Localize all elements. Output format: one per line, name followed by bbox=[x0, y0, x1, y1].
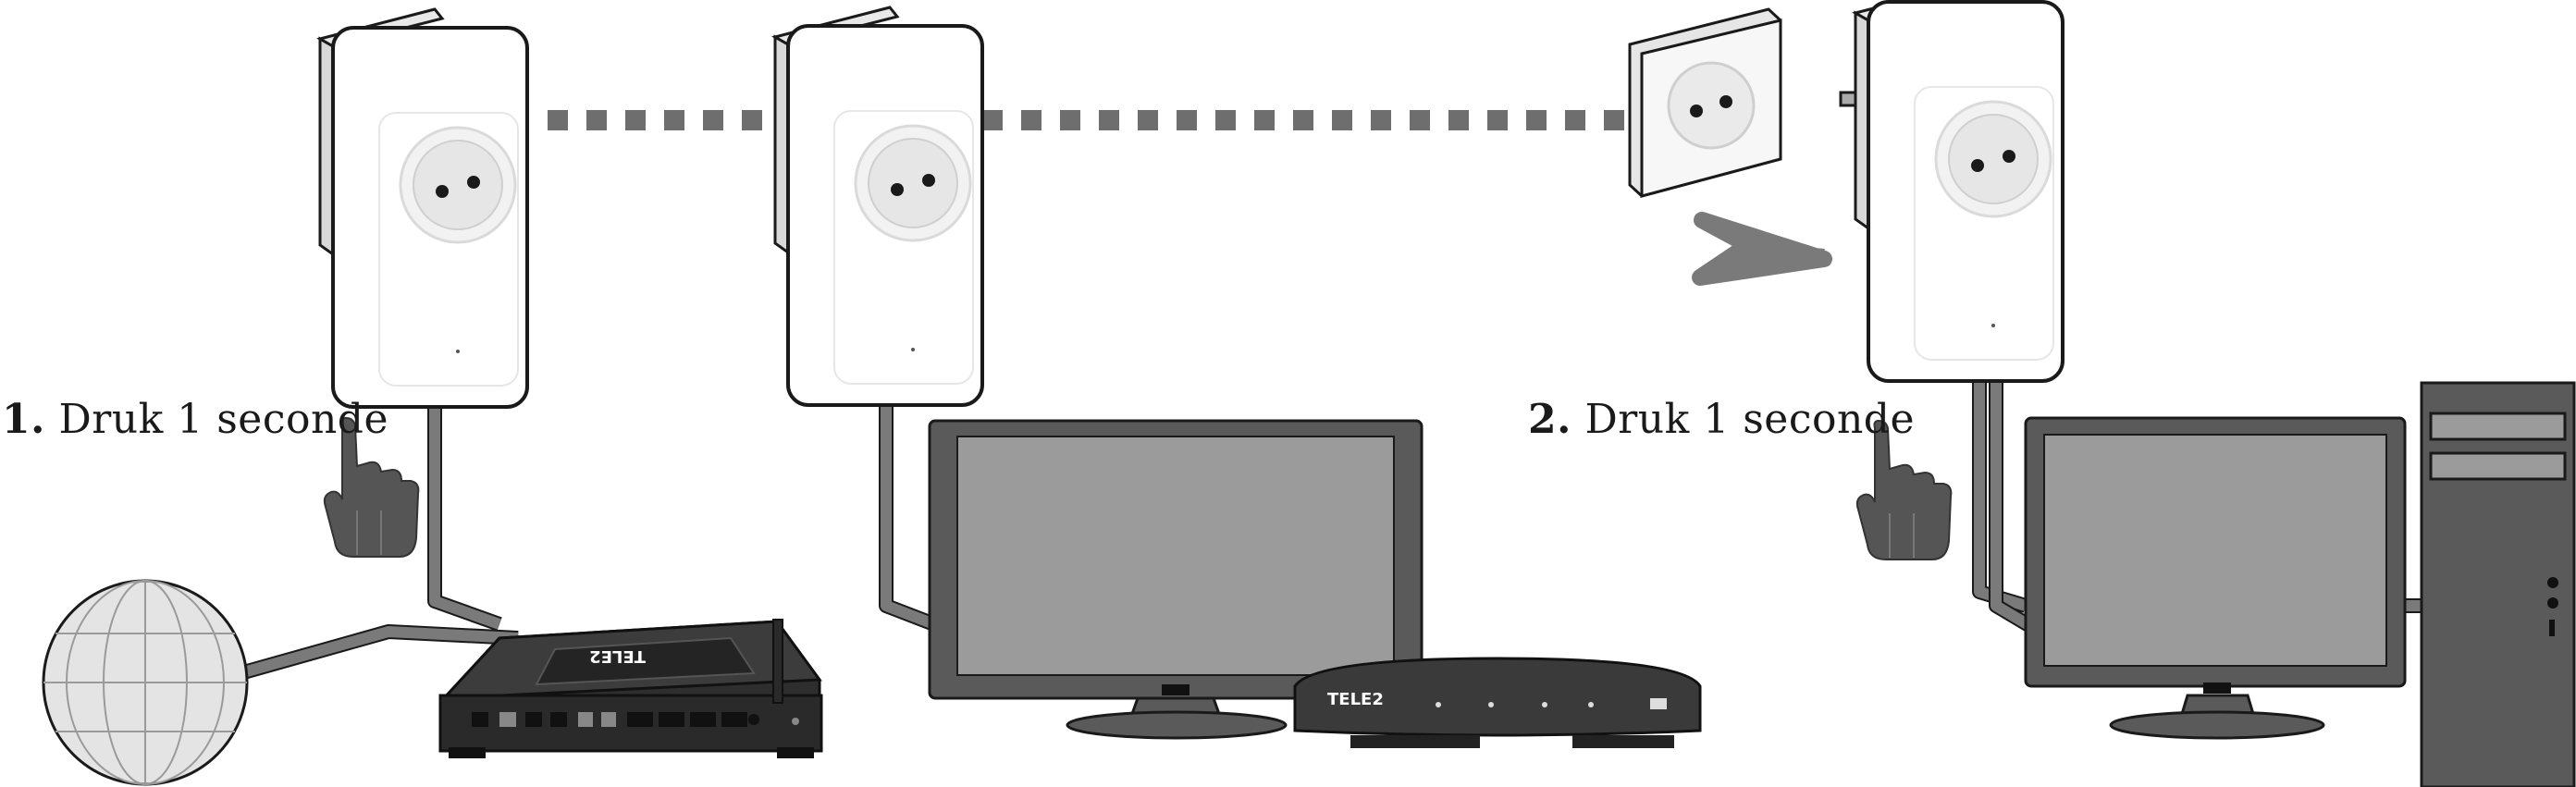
step-2-label: 2. Druk 1 seconde bbox=[1528, 396, 1915, 443]
step-2-text: Druk 1 seconde bbox=[1584, 396, 1916, 443]
powerline-adapter-3[interactable] bbox=[1839, 0, 2064, 383]
router-ports bbox=[472, 712, 799, 727]
step-1-number: 1. bbox=[2, 396, 45, 443]
step-1-text: Druk 1 seconde bbox=[58, 396, 389, 443]
settop-box: TELE2 bbox=[1293, 657, 1702, 748]
powerline-adapter-1[interactable] bbox=[318, 7, 529, 409]
powerline-adapter-2 bbox=[773, 6, 984, 407]
router-brand: TELE2 bbox=[589, 646, 646, 666]
computer-tower bbox=[2420, 381, 2576, 787]
television bbox=[928, 419, 1424, 740]
insert-arrow-icon bbox=[1692, 212, 1832, 286]
step-2-number: 2. bbox=[1528, 396, 1571, 443]
cables bbox=[191, 363, 2423, 694]
computer-monitor bbox=[2024, 416, 2407, 740]
internet-globe-icon bbox=[42, 579, 249, 786]
wall-socket bbox=[1628, 7, 1782, 198]
settop-brand: TELE2 bbox=[1327, 690, 1384, 709]
router: TELE2 bbox=[438, 619, 823, 758]
step-1-label: 1. Druk 1 seconde bbox=[2, 396, 388, 443]
